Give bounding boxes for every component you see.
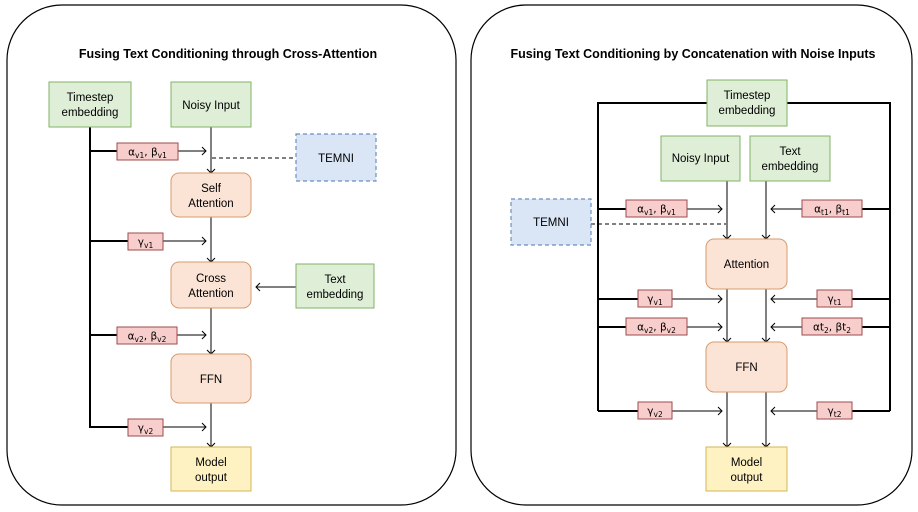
right-mod-t-gamma-2	[816, 401, 853, 420]
right-temni-label: TEMNI	[533, 217, 569, 229]
right-mod-t-alpha-beta-1-text: αt1, βt1	[814, 204, 850, 218]
right-model-output-label-1: Model	[731, 457, 762, 469]
left-self-attention-label-2: Attention	[188, 198, 233, 210]
left-ffn-label: FFN	[200, 374, 222, 386]
right-timestep-label-1: Timestep	[724, 90, 771, 102]
left-mod-alpha-beta-v1-text: αv1, βv1	[128, 147, 167, 161]
left-cross-attention-label-2: Attention	[188, 288, 233, 300]
left-text-embedding-label-1: Text	[324, 274, 346, 286]
left-mod-alpha-beta-v1	[116, 142, 179, 161]
right-model-output-box	[705, 446, 788, 492]
left-mod-gamma-v1-text: γv1	[138, 237, 154, 251]
left-self-attention-box	[170, 172, 252, 218]
right-mod-v-alpha-beta-1	[625, 199, 688, 218]
left-model-output-label-1: Model	[195, 457, 226, 469]
right-mod-t-alpha-beta-2-text: αt2, βt2	[813, 322, 851, 336]
right-text-embedding-label-2: embedding	[762, 161, 819, 173]
right-mod-t-alpha-beta-2	[801, 317, 863, 336]
right-mod-v-alpha-beta-2	[625, 317, 688, 336]
right-ffn-label: FFN	[735, 362, 757, 374]
right-mod-v-alpha-beta-2-text: αv2, βv2	[637, 322, 676, 336]
right-attention-label: Attention	[724, 259, 769, 271]
right-mod-v-gamma-1-text: γv1	[647, 294, 663, 308]
left-title: Fusing Text Conditioning through Cross-A…	[79, 47, 377, 61]
right-temni-box	[510, 198, 592, 246]
right-text-embedding-box	[749, 135, 831, 182]
right-text-embedding-label-1: Text	[779, 146, 801, 158]
left-timestep-label-1: Timestep	[67, 92, 114, 104]
left-model-output-label-2: output	[195, 472, 228, 484]
left-timestep-box	[48, 81, 132, 128]
right-mod-t-gamma-1-text: γt1	[828, 294, 842, 308]
left-text-embedding-label-2: embedding	[307, 289, 364, 301]
left-timestep-label-2: embedding	[62, 107, 119, 119]
right-mod-v-gamma-1	[637, 289, 673, 308]
right-right-bus	[787, 102, 891, 411]
right-model-output-label-2: output	[731, 472, 764, 484]
right-mod-v-gamma-2	[637, 401, 673, 420]
right-noisy-input-label: Noisy Input	[672, 153, 730, 165]
right-mod-v-gamma-2-text: γv2	[647, 406, 663, 420]
left-self-attention-label-1: Self	[201, 183, 222, 195]
left-cross-attention-label-1: Cross	[196, 273, 226, 285]
left-mod-gamma-v2-text: γv2	[138, 423, 154, 437]
right-timestep-box	[706, 79, 788, 127]
left-text-embedding-box	[295, 263, 375, 309]
left-cross-attention-box	[170, 261, 252, 309]
right-mod-t-gamma-1	[816, 289, 853, 308]
right-left-bus	[597, 102, 707, 411]
left-panel	[6, 4, 457, 506]
right-mod-t-alpha-beta-1	[801, 199, 863, 218]
left-temni-box	[295, 133, 377, 182]
left-temni-label: TEMNI	[318, 153, 354, 165]
right-noisy-input-box	[660, 135, 741, 182]
right-ffn-box	[705, 341, 788, 393]
left-noisy-input-box	[170, 81, 252, 128]
left-mod-gamma-v2	[127, 418, 164, 437]
right-mod-t-gamma-2-text: γt2	[828, 406, 842, 420]
right-title: Fusing Text Conditioning by Concatenatio…	[510, 47, 875, 61]
left-model-output-box	[170, 446, 252, 492]
right-panel	[470, 4, 913, 506]
left-noisy-input-label: Noisy Input	[182, 100, 240, 112]
right-attention-box	[705, 238, 788, 290]
left-mod-alpha-beta-v2	[116, 326, 178, 345]
left-ffn-box	[170, 353, 252, 404]
left-mod-gamma-v1	[127, 232, 164, 251]
left-timestep-bus	[89, 127, 130, 428]
right-timestep-label-2: embedding	[719, 105, 776, 117]
left-mod-alpha-beta-v2-text: αv2, βv2	[128, 331, 167, 345]
right-mod-v-alpha-beta-1-text: αv1, βv1	[637, 204, 676, 218]
